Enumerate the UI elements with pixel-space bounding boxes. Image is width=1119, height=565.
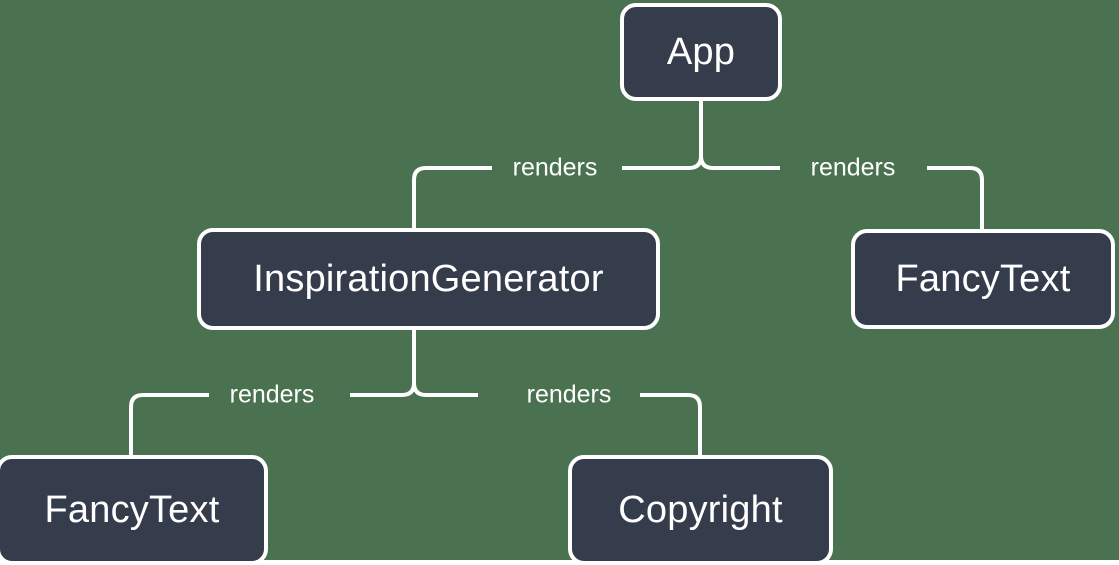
node-app-label: App — [666, 31, 736, 73]
node-inspirationgenerator-label: InspirationGenerator — [253, 258, 604, 300]
node-fancytext-right[interactable]: FancyText — [851, 229, 1115, 329]
node-copyright[interactable]: Copyright — [568, 455, 833, 565]
edge-label-inspirationgenerator-to-fancytext-left: renders — [229, 380, 315, 409]
edge-inspirationgenerator-stem — [350, 330, 416, 397]
edge-label-app-to-inspirationgenerator: renders — [512, 153, 598, 182]
node-fancytext-left-label: FancyText — [44, 489, 220, 531]
node-copyright-label: Copyright — [618, 489, 783, 531]
edge-inspirationgenerator-right-stem — [412, 330, 478, 397]
edge-app-to-inspirationgenerator — [412, 166, 492, 228]
edge-inspirationgenerator-to-copyright — [640, 393, 702, 455]
edge-app-right-stem — [699, 101, 780, 170]
node-fancytext-left[interactable]: FancyText — [0, 455, 268, 565]
node-app[interactable]: App — [620, 3, 782, 101]
edge-app-to-fancytext-right — [927, 166, 984, 229]
edge-label-inspirationgenerator-to-copyright: renders — [526, 380, 612, 409]
node-inspirationgenerator[interactable]: InspirationGenerator — [197, 228, 660, 330]
edge-label-app-to-fancytext-right: renders — [810, 153, 896, 182]
edge-inspirationgenerator-to-fancytext-left — [129, 393, 209, 455]
node-fancytext-right-label: FancyText — [895, 258, 1071, 300]
edge-app-stem — [622, 101, 703, 170]
